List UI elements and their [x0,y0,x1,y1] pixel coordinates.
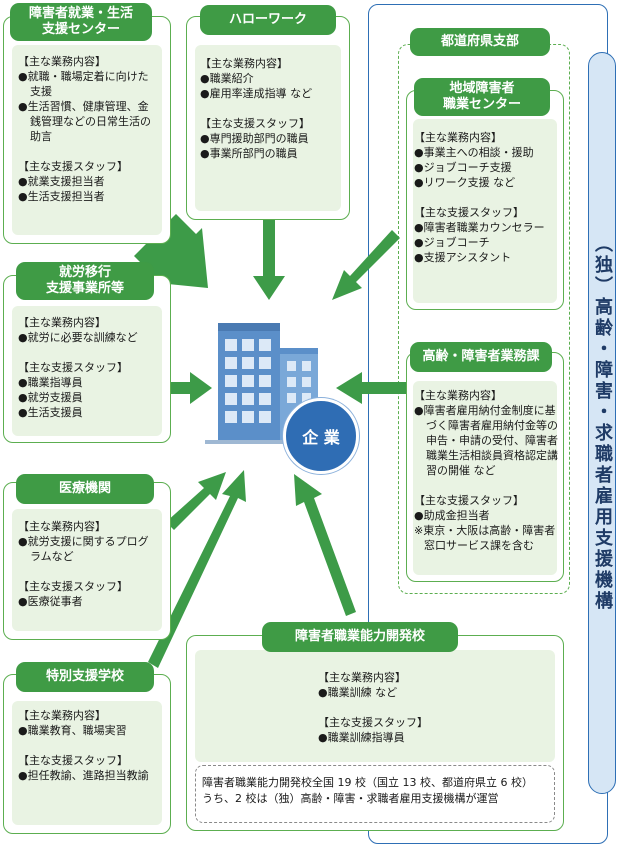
arrow-from-special-school [148,470,246,668]
special-support-school-details [12,701,162,825]
employment-life-support-center-content: 【主な業務内容】 就職・職場定着に向けた支援 生活習慣、健康管理、金銭管理などの… [18,54,158,204]
vocational-training-school-note: 障害者職業能力開発校全国 19 校（国立 13 校、都道府県立 6 校） うち、… [195,765,555,823]
arrow-from-hello-work [253,218,285,300]
special-support-school-title: 特別支援学校 [16,662,154,692]
regional-vocational-center-title: 地域障害者 職業センター [414,78,550,116]
special-support-school-content: 【主な業務内容】 職業教育、職場実習 【主な支援スタッフ】 担任教諭、進路担当教… [18,708,158,783]
hello-work-title: ハローワーク [200,5,336,35]
arrow-from-transition-office [168,372,212,404]
elderly-disabled-division-title: 高齢・障害者業務課 [410,342,552,372]
organization-name: （独）高齢・障害・求職者雇用支援機構 [592,234,613,612]
employment-life-support-center-title: 障害者就業・生活 支援センター [10,3,152,41]
company-badge: 企 業 [283,398,359,474]
hello-work-box [186,16,350,220]
arrow-from-training-school [294,474,356,616]
prefecture-branch-title: 都道府県支部 [410,28,550,56]
vocational-training-school-content: 【主な業務内容】 職業訓練 など 【主な支援スタッフ】 職業訓練指導員 [318,670,538,745]
transition-support-office-content: 【主な業務内容】 就労に必要な訓練など 【主な支援スタッフ】 職業指導員 就労支… [18,315,158,420]
organization-name-bar: （独）高齢・障害・求職者雇用支援機構 [588,52,616,794]
arrow-from-elderly-division [336,372,410,404]
vocational-training-school-title: 障害者職業能力開発校 [262,622,458,652]
hello-work-content: 【主な業務内容】 職業紹介 雇用率達成指導 など 【主な支援スタッフ】 専門援助… [200,56,340,161]
medical-institution-content: 【主な業務内容】 就労支援に関するプログラムなど 【主な支援スタッフ】 医療従事… [18,519,158,609]
elderly-disabled-division-content: 【主な業務内容】 障害者雇用納付金制度に基づく障害者雇用納付金等の申告・申請の受… [414,388,558,553]
medical-institution-title: 医療機関 [16,474,154,504]
arrow-from-regional-center [332,230,400,300]
regional-vocational-center-content: 【主な業務内容】 事業主への相談・援助 ジョブコーチ支援 リワーク支援 など 【… [414,130,558,265]
arrow-from-medical [166,472,226,530]
medical-institution-details [12,509,162,631]
special-support-school-box [3,674,171,834]
company-building-icon [205,323,327,444]
company-label: 企 業 [302,428,340,447]
transition-support-office-title: 就労移行 支援事業所等 [16,262,154,300]
